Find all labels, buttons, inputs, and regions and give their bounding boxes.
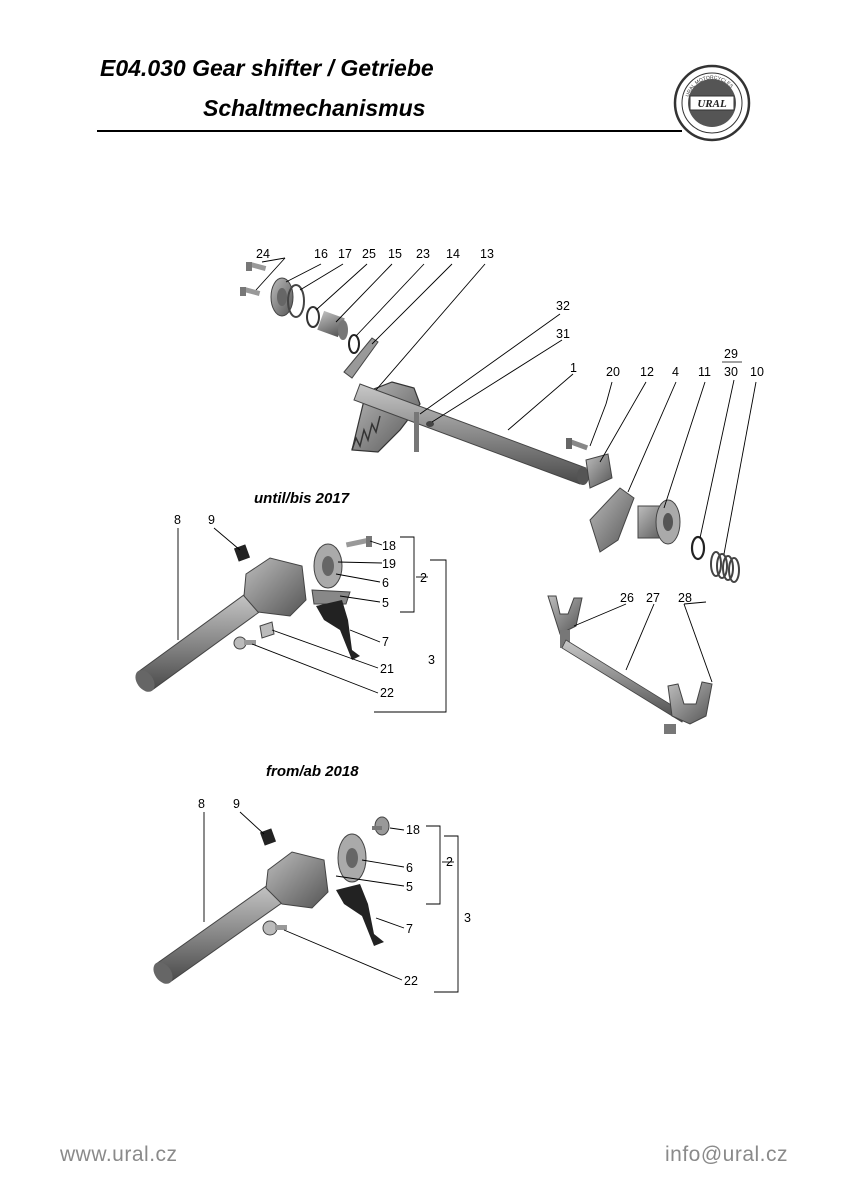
callout-7-2018: 7 [406,922,413,936]
callout-6-2018: 6 [406,861,413,875]
callout-3: 3 [428,653,435,667]
page-title-line2: Schaltmechanismus [203,95,426,121]
callout-24: 24 [256,247,270,261]
hub-11 [637,499,681,545]
callout-11: 11 [698,365,711,379]
callout-6: 6 [382,576,389,590]
section-title-until-2017: until/bis 2017 [254,490,350,507]
grease-nipple-9-2018 [259,828,277,846]
page-title-line1: E04.030 Gear shifter / Getriebe [100,55,434,81]
callout-8-2018: 8 [198,797,205,811]
callout-10: 10 [750,365,764,379]
callout-13: 13 [480,247,494,261]
callout-5-2018: 5 [406,880,413,894]
clamp-12 [585,453,613,489]
callout-8: 8 [174,513,181,527]
callout-26: 26 [620,591,634,605]
selector-housing [243,557,307,617]
callout-21: 21 [380,662,394,676]
callout-9: 9 [208,513,215,527]
spring-10 [710,551,740,583]
callout-7: 7 [382,635,389,649]
callout-15: 15 [388,247,402,261]
footer-website[interactable]: www.ural.cz [60,1143,178,1166]
washer-21 [259,621,275,639]
bolt-22 [233,636,256,650]
callout-2-2018: 2 [446,855,453,869]
callout-22-2018: 22 [404,974,418,988]
callout-3-2018: 3 [464,911,471,925]
gear-6-2018 [337,833,367,883]
fork-26 [547,595,583,635]
pin-32 [414,412,419,452]
bolt-20 [566,438,589,451]
pawl-7 [316,600,360,660]
svg-text:URAL: URAL [697,98,727,110]
gear-19 [313,543,343,589]
ural-logo-icon: URAL URAL MOTORCYCLES [673,64,751,142]
rod-27 [561,639,687,723]
callout-12: 12 [640,365,654,379]
plate-17 [287,284,305,318]
pin-31 [426,421,434,427]
callout-27: 27 [646,591,660,605]
callout-17: 17 [338,247,352,261]
circlip-29-30 [690,535,706,561]
callout-20: 20 [606,365,620,379]
screw-18-2018 [372,816,390,836]
title-underline [97,130,682,132]
until-2017-assembly: until/bis 2017 [135,490,447,713]
washer-25 [306,306,320,328]
callout-14: 14 [446,247,460,261]
callout-5: 5 [382,596,389,610]
shaft-1 [353,383,589,485]
callout-25: 25 [362,247,376,261]
bolt-18 [345,536,372,548]
callout-31: 31 [556,327,570,341]
callout-22: 22 [380,686,394,700]
callout-1: 1 [570,361,577,375]
ring-23 [348,334,360,354]
fork-assembly: 26 27 28 [547,591,713,734]
callout-29: 29 [724,347,738,361]
callout-19: 19 [382,557,396,571]
callout-2: 2 [420,571,427,585]
callout-16: 16 [314,247,328,261]
lever-14 [343,337,379,379]
callout-23: 23 [416,247,430,261]
bushing-15 [317,310,348,340]
fork-28 [667,681,713,725]
callout-32: 32 [556,299,570,313]
top-assembly: 24 16 17 25 15 23 14 13 32 31 1 20 12 4 … [240,247,764,583]
callout-30: 30 [724,365,738,379]
callout-9-2018: 9 [233,797,240,811]
bolt-22-2018 [262,920,287,936]
callout-18: 18 [382,539,396,553]
footer-email[interactable]: info@ural.cz [664,1143,788,1166]
from-2018-assembly: from/ab 2018 [153,763,471,993]
callout-28: 28 [678,591,692,605]
bolt-24-upper [246,261,267,271]
section-title-from-2018: from/ab 2018 [266,763,359,780]
pawl-7-2018 [336,884,384,946]
callout-4: 4 [672,365,679,379]
callout-18-2018: 18 [406,823,420,837]
selector-housing-2018 [265,851,329,909]
bolt-24-lower [240,286,261,296]
arm-4 [589,487,635,553]
